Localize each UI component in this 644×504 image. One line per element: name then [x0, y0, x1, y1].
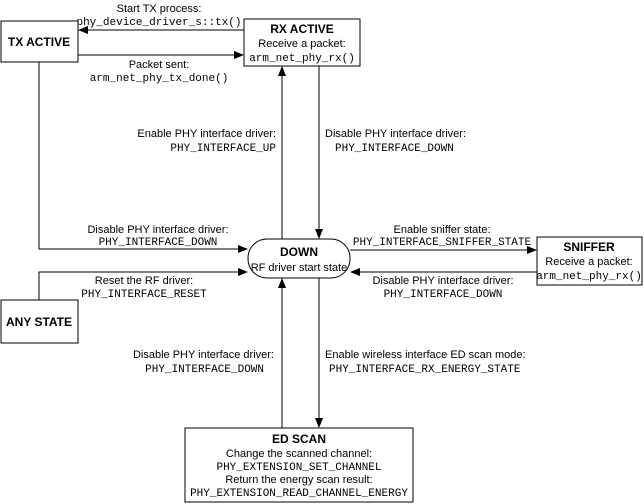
state-down-title: DOWN: [280, 245, 318, 259]
state-rx-active-line2: arm_net_phy_rx(): [249, 53, 355, 65]
label-disable-phy-rx-code: PHY_INTERFACE_DOWN: [335, 143, 454, 155]
label-packet-sent: Packet sent: arm_net_phy_tx_done(): [90, 59, 229, 85]
state-sniffer-title: SNIFFER: [563, 240, 615, 254]
state-any-state: ANY STATE: [0, 299, 79, 344]
state-ed-scan-box: [184, 427, 414, 503]
arrow-disable-phy-tx: [38, 62, 248, 253]
label-enable-sniffer-code: PHY_INTERFACE_SNIFFER_STATE: [353, 237, 532, 249]
state-rx-active-title: RX ACTIVE: [270, 22, 334, 36]
label-enable-ed: Enable wireless interface ED scan mode: …: [325, 349, 526, 376]
state-rx-active-line1: Receive a packet:: [258, 38, 345, 50]
state-down: DOWN RF driver start state: [247, 238, 351, 279]
label-disable-phy-tx-code: PHY_INTERFACE_DOWN: [99, 237, 218, 249]
label-disable-phy-sniffer-desc: Disable PHY interface driver:: [372, 275, 513, 287]
label-disable-phy-rx: Disable PHY interface driver: PHY_INTERF…: [325, 128, 466, 155]
label-reset-rf-code: PHY_INTERFACE_RESET: [81, 289, 207, 301]
label-reset-rf: Reset the RF driver: PHY_INTERFACE_RESET: [81, 275, 207, 301]
state-tx-active: TX ACTIVE: [0, 20, 79, 63]
state-sniffer-line2: arm_net_phy_rx(): [536, 271, 642, 283]
label-enable-phy-code: PHY_INTERFACE_UP: [170, 143, 276, 155]
state-tx-active-box: [0, 20, 79, 63]
label-start-tx-code: phy_device_driver_s::tx(): [76, 17, 241, 29]
state-sniffer-box: [536, 236, 643, 286]
state-down-line1: RF driver start state: [251, 262, 348, 274]
state-rx-active-box: [243, 18, 361, 67]
state-ed-scan-title: ED SCAN: [272, 432, 326, 446]
state-sniffer: SNIFFER Receive a packet: arm_net_phy_rx…: [536, 236, 643, 286]
label-start-tx: Start TX process: phy_device_driver_s::t…: [76, 3, 241, 29]
label-disable-phy-rx-desc: Disable PHY interface driver:: [325, 128, 466, 140]
label-disable-phy-sniffer-code: PHY_INTERFACE_DOWN: [384, 289, 503, 301]
label-disable-phy-ed-desc: Disable PHY interface driver:: [133, 349, 274, 361]
state-down-box: [247, 238, 351, 279]
state-rx-active: RX ACTIVE Receive a packet: arm_net_phy_…: [243, 18, 361, 67]
label-packet-sent-desc: Packet sent:: [129, 59, 190, 71]
state-sniffer-line1: Receive a packet:: [545, 256, 632, 268]
label-enable-phy: Enable PHY interface driver: PHY_INTERFA…: [137, 128, 276, 155]
label-enable-ed-code: PHY_INTERFACE_RX_ENERGY_STATE: [329, 364, 521, 376]
state-ed-scan-line1: Change the scanned channel:: [226, 448, 372, 460]
state-tx-active-title: TX ACTIVE: [8, 35, 70, 49]
label-enable-sniffer: Enable sniffer state: PHY_INTERFACE_SNIF…: [353, 224, 532, 249]
label-start-tx-desc: Start TX process:: [117, 3, 202, 15]
state-ed-scan: ED SCAN Change the scanned channel: PHY_…: [184, 427, 414, 503]
label-disable-phy-sniffer: Disable PHY interface driver: PHY_INTERF…: [372, 275, 513, 301]
label-disable-phy-ed-code: PHY_INTERFACE_DOWN: [145, 364, 264, 376]
label-enable-phy-desc: Enable PHY interface driver:: [137, 128, 276, 140]
label-enable-sniffer-desc: Enable sniffer state:: [393, 224, 490, 236]
state-ed-scan-line3: Return the energy scan result:: [225, 474, 372, 486]
state-any-state-box: [0, 299, 79, 344]
state-ed-scan-line2: PHY_EXTENSION_SET_CHANNEL: [216, 462, 381, 474]
label-disable-phy-tx-desc: Disable PHY interface driver:: [87, 224, 228, 236]
label-reset-rf-desc: Reset the RF driver:: [95, 275, 193, 287]
label-disable-phy-ed: Disable PHY interface driver: PHY_INTERF…: [133, 349, 274, 376]
arrow-reset-rf: [38, 268, 248, 300]
label-disable-phy-tx: Disable PHY interface driver: PHY_INTERF…: [87, 224, 228, 249]
label-packet-sent-code: arm_net_phy_tx_done(): [90, 73, 229, 85]
state-any-state-title: ANY STATE: [6, 315, 72, 329]
label-enable-ed-desc: Enable wireless interface ED scan mode:: [325, 349, 526, 361]
state-ed-scan-line4: PHY_EXTENSION_READ_CHANNEL_ENERGY: [190, 488, 408, 500]
